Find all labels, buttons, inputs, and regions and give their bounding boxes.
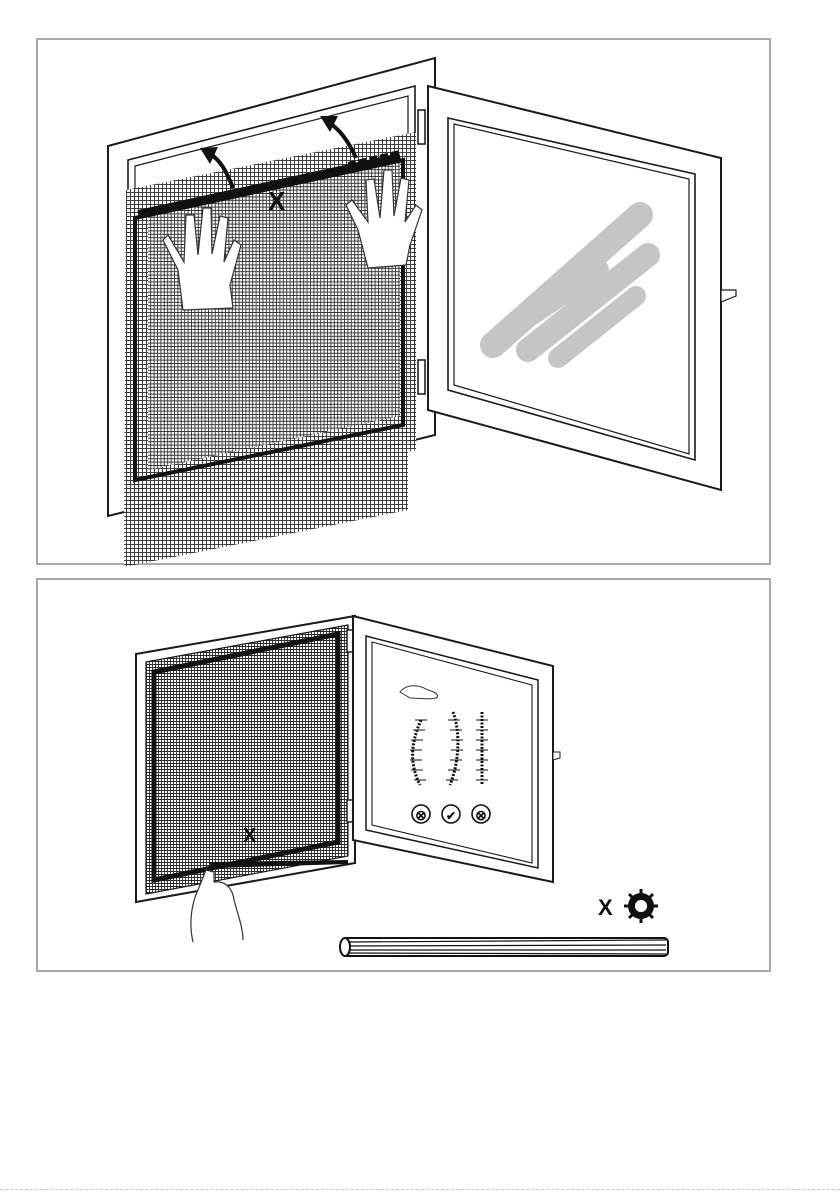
step-2-panel: X [36,578,771,972]
roll-x-mark: X [598,895,613,920]
step-1-panel: X [36,38,771,565]
result-symbol-correct: ✔ [446,809,456,823]
page-bottom-divider [0,1189,840,1190]
step-2-x-mark: X [243,825,257,847]
result-symbol-wrong-left: ⊗ [415,807,427,823]
step-1-illustration: X [38,40,773,567]
tape-roll-icon [340,938,668,956]
step-1-x-mark: X [268,186,286,216]
gear-icon [624,889,658,923]
result-symbol-wrong-right: ⊗ [475,807,487,823]
step-2-illustration: X [38,580,773,974]
glass-door [353,616,560,882]
